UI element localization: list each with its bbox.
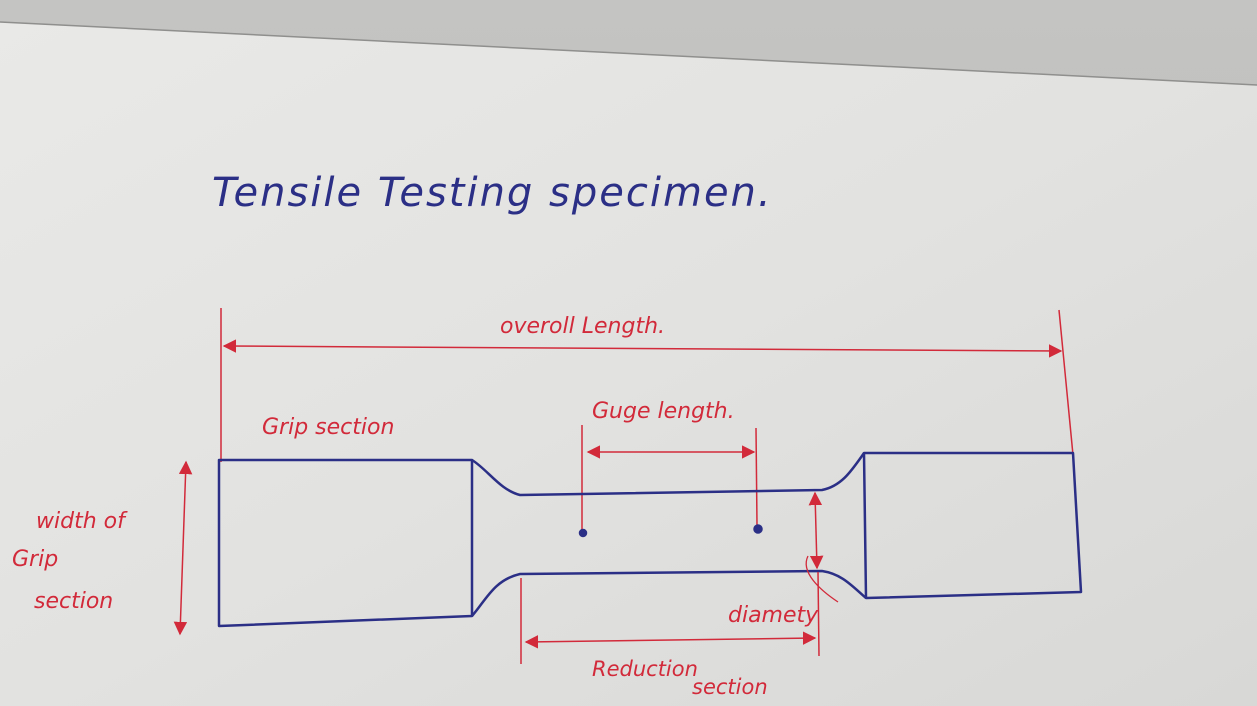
- reduction-label-line2: section: [692, 675, 768, 699]
- paper-edge: [0, 21, 1257, 86]
- overall-length-dimension: overoll Length.: [220, 308, 1074, 462]
- gauge-length-label: Guge length.: [592, 399, 735, 424]
- grip-width-arrow: [173, 460, 193, 636]
- overall-length-arrow: [222, 339, 1063, 358]
- overall-length-extension-right: [1058, 309, 1074, 456]
- reduced-section-bottom-edge: [471, 569, 867, 617]
- right-grip-section: [862, 451, 1083, 600]
- grip-section-label: Grip section: [262, 415, 394, 440]
- grip-width-dimension: width of Grip section: [12, 460, 193, 636]
- grip-width-label-line1: width of: [36, 509, 128, 534]
- reduction-section-dimension: Reduction section: [520, 571, 820, 699]
- gauge-extension-right: [755, 427, 758, 526]
- diameter-leader: [805, 555, 839, 603]
- diameter-arrow: [808, 491, 824, 570]
- gauge-length-dimension: Guge length.: [581, 399, 758, 530]
- reduction-label-line1: Reduction: [592, 657, 698, 681]
- reduction-section-arrow: [524, 631, 817, 649]
- grip-width-label-line2: Grip: [12, 547, 58, 572]
- overall-length-label: overoll Length.: [500, 314, 665, 339]
- paper-sheet: [0, 22, 1257, 706]
- diameter-dimension: diamety: [728, 491, 839, 628]
- reduced-section-top-edge: [471, 452, 866, 497]
- grip-width-label-line3: section: [34, 589, 113, 614]
- diameter-label: diamety: [728, 603, 819, 628]
- diagram-title: Tensile Testing specimen.: [212, 170, 773, 216]
- gauge-mark-left: [578, 528, 588, 538]
- tensile-specimen: [217, 451, 1083, 628]
- gauge-mark-right: [753, 524, 763, 534]
- reduction-extension-right: [817, 571, 820, 657]
